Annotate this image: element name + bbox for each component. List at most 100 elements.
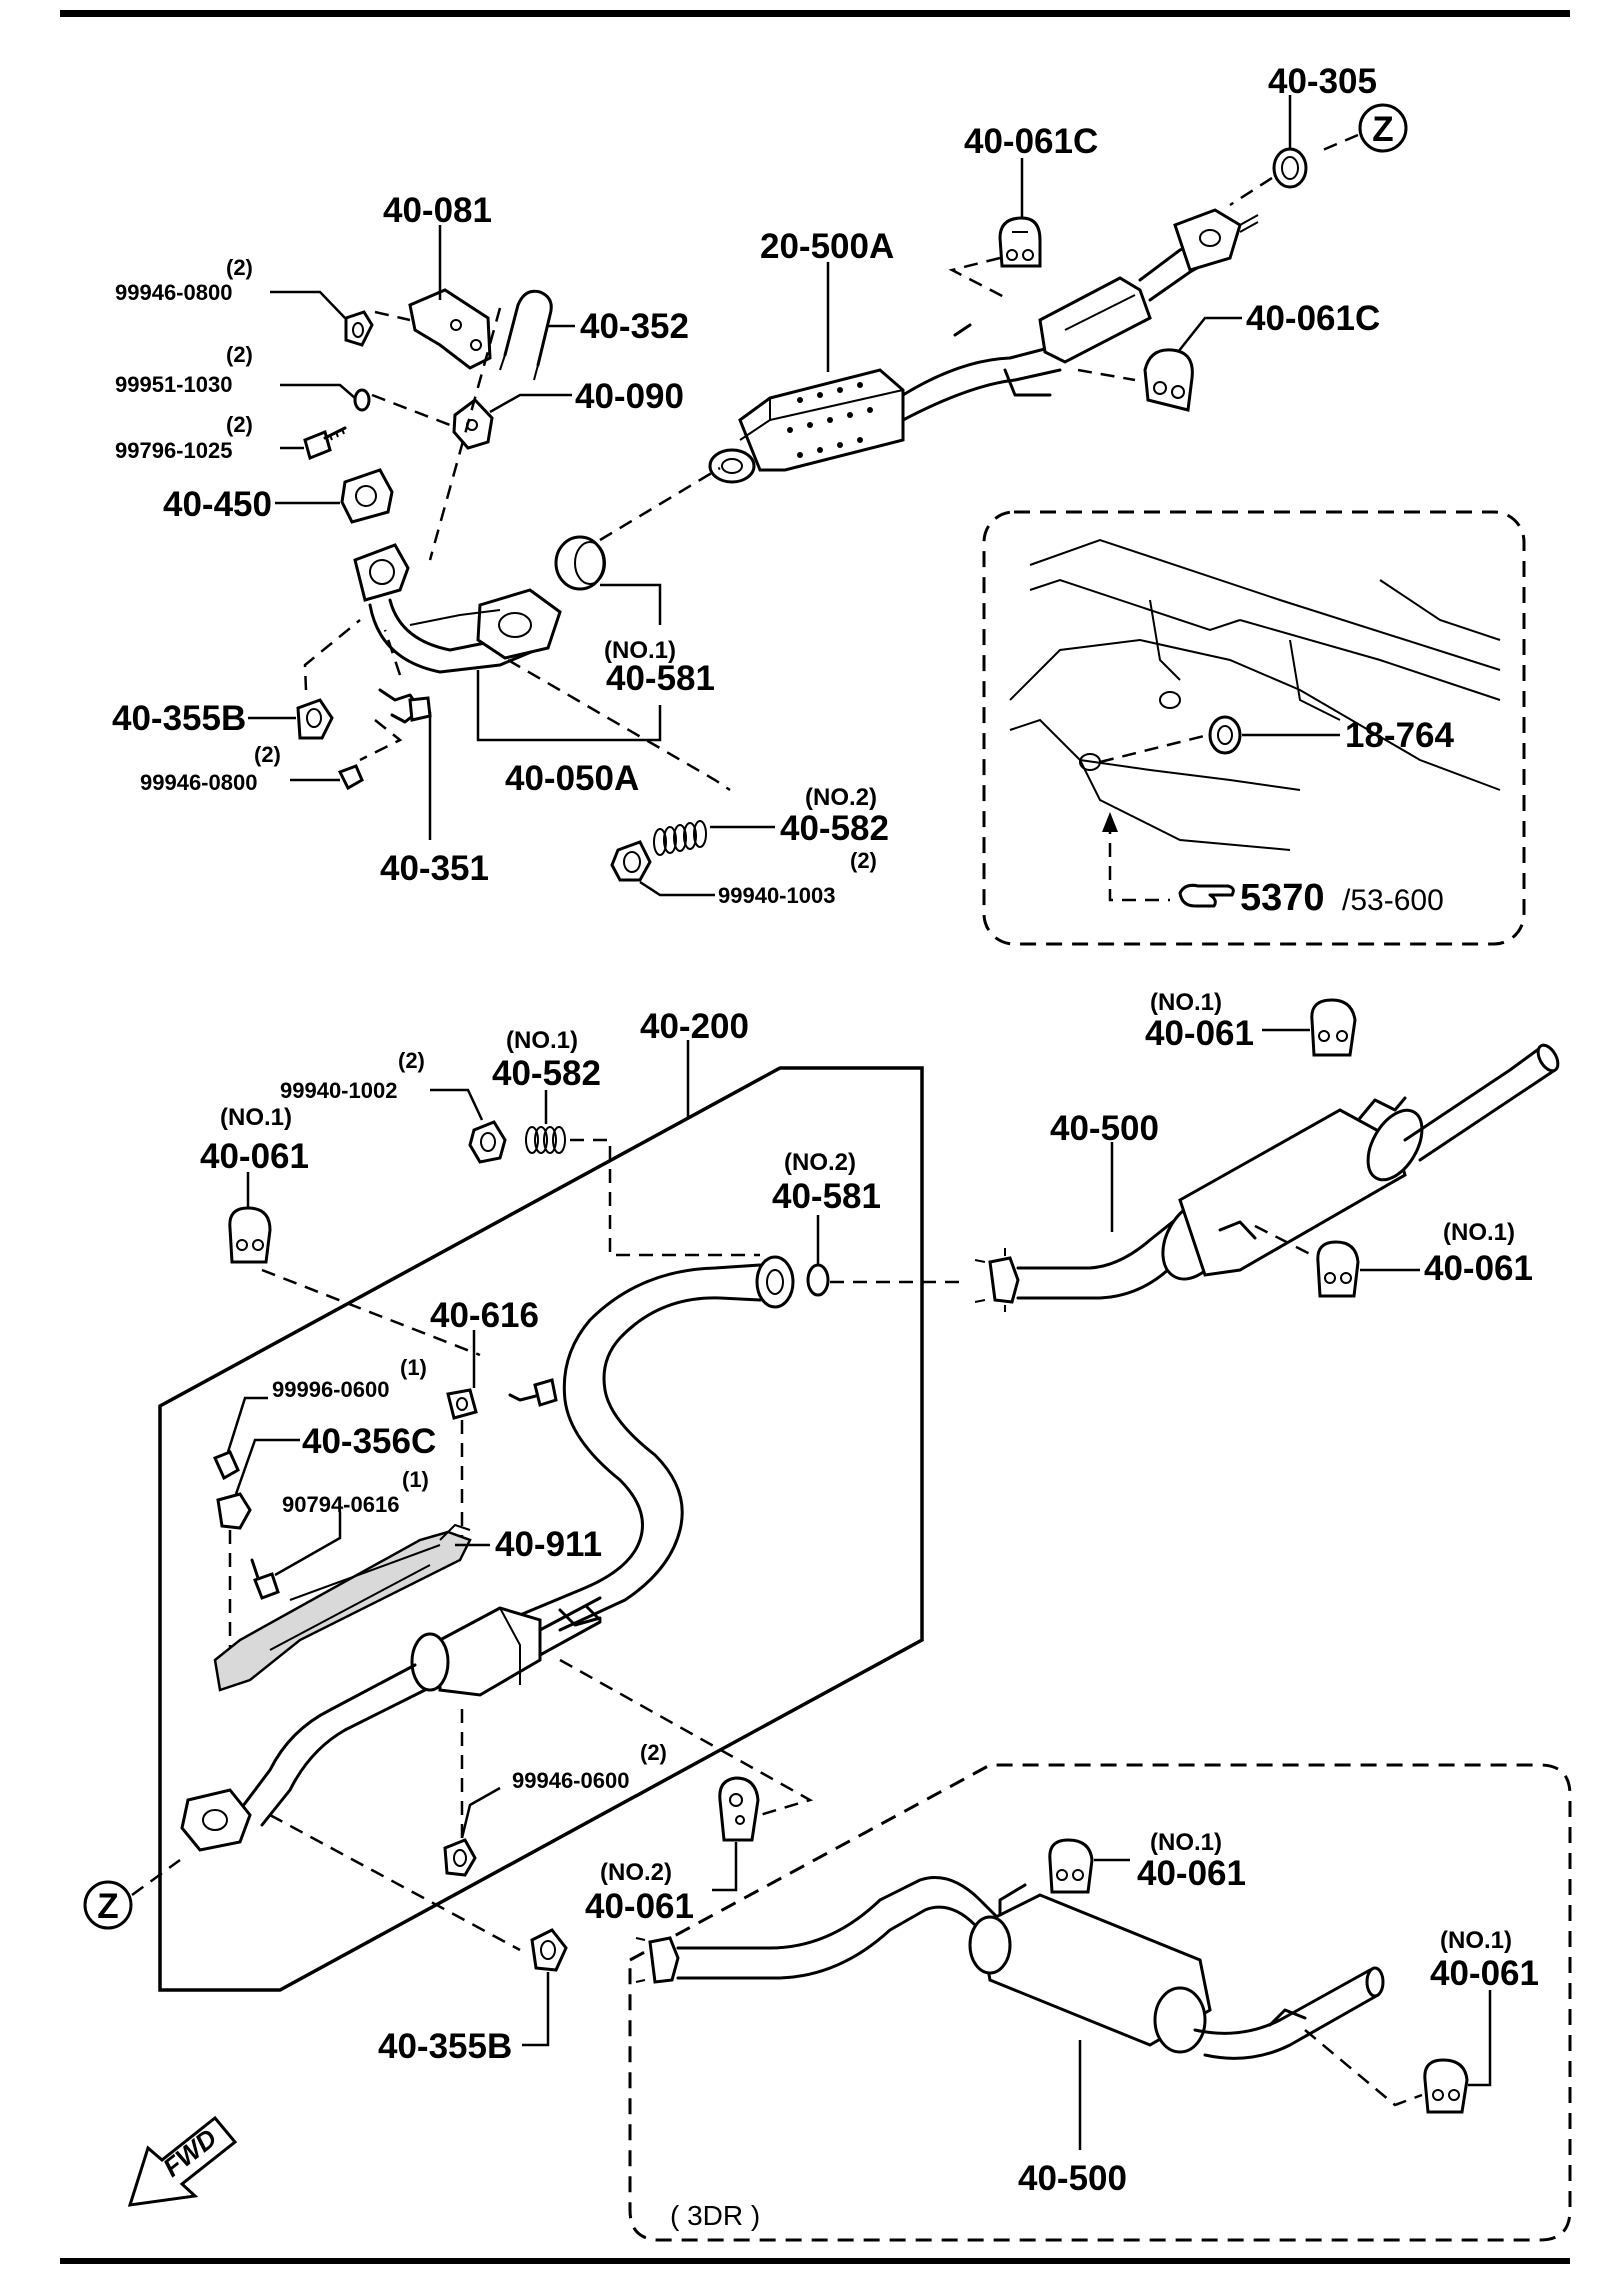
part-99946-0800-nut-upper (344, 310, 374, 347)
fwd-arrow-icon: FWD (127, 2115, 238, 2207)
label-99940-1003: 99940-1003 (718, 883, 835, 908)
qty-99946-0600: (2) (640, 1740, 667, 1765)
label-40-061-left: 40-061 (200, 1137, 309, 1176)
label-40-050a: 40-050A (505, 759, 639, 798)
ref-marker-z-top: Z (1358, 103, 1408, 153)
part-40-581-no1-gasket (554, 535, 606, 591)
label-40-081: 40-081 (383, 191, 492, 230)
label-90794-0616: 90794-0616 (282, 1492, 399, 1517)
label-20-500a: 20-500A (760, 227, 894, 266)
qty-40-061-3dr-a: (NO.1) (1150, 1829, 1222, 1856)
qty-99996-0600: (1) (400, 1355, 427, 1380)
part-20-500a-catalytic-converter (708, 208, 1259, 484)
bottom-rule (60, 2258, 1570, 2264)
part-18-764-bushing (1208, 715, 1242, 755)
part-99996-0600-clip (212, 1450, 240, 1481)
part-99951-1030-washer (353, 388, 371, 412)
qty-40-581-no1: (NO.1) (604, 637, 676, 664)
label-40-061-3dr-b: 40-061 (1430, 1954, 1539, 1993)
part-90794-0616-bolt (250, 1558, 280, 1600)
qty-40-061-top: (NO.1) (1150, 989, 1222, 1016)
ref-marker-z-lower: Z (83, 1880, 133, 1930)
label-40-582-no2: 40-582 (780, 809, 889, 848)
qty-99796-1025: (2) (226, 412, 253, 437)
qty-40-061-left: (NO.1) (220, 1104, 292, 1131)
part-40-200-center-pipe (180, 1255, 795, 1852)
qty-40-061-no2: (NO.2) (600, 1859, 672, 1886)
label-18-764: 18-764 (1345, 716, 1455, 755)
label-99946-0800-lower: 99946-0800 (140, 770, 257, 795)
part-40-355b-nut-lower (530, 1928, 568, 1972)
part-99940-1003-bolt (610, 840, 652, 882)
label-40-061c-upper: 40-061C (964, 122, 1098, 161)
ref-marker-z-top-text: Z (1372, 110, 1393, 149)
qty-99946-0800-lower: (2) (254, 742, 281, 767)
part-99940-1002-bolt (468, 1120, 507, 1164)
qty-40-061-3dr-b: (NO.1) (1440, 1927, 1512, 1954)
part-40-581-no2-gasket (806, 1263, 830, 1297)
part-40-081-bracket (408, 288, 492, 370)
part-40-061c-upper-hanger (998, 216, 1042, 268)
label-40-352: 40-352 (580, 307, 689, 346)
part-40-500-muffler (974, 1043, 1560, 1312)
ref-marker-z-lower-text: Z (97, 1887, 118, 1926)
label-40-356c: 40-356C (302, 1422, 436, 1461)
label-40-450: 40-450 (163, 485, 272, 524)
label-40-581-no1: 40-581 (606, 659, 715, 698)
part-40-061-no1-left-hanger (228, 1206, 272, 1264)
qty-40-582-no1: (NO.1) (506, 1027, 578, 1054)
qty-99940-1003: (2) (850, 848, 877, 873)
detail-box-bushing: 18-764 5370 /53-600 (982, 510, 1526, 946)
label-40-061c-lower: 40-061C (1246, 299, 1380, 338)
label-40-500-3dr: 40-500 (1018, 2159, 1127, 2198)
label-40-200: 40-200 (640, 1007, 749, 1046)
three-door-variant-box: 40-500 (NO.1) 40-061 (NO.1) 40-061 ( 3DR… (628, 1763, 1572, 2242)
label-40-355b-lower: 40-355B (378, 2027, 512, 2066)
label-40-355b-upper: 40-355B (112, 699, 246, 738)
label-99996-0600: 99996-0600 (272, 1377, 389, 1402)
middle-section: 40-200 (2) 99940-1002 (NO.1) 40-582 (NO.… (83, 989, 1560, 2066)
qty-40-581-no2: (NO.2) (784, 1149, 856, 1176)
label-40-061-3dr-a: 40-061 (1137, 1854, 1246, 1893)
qty-99946-0800-upper: (2) (226, 255, 253, 280)
part-40-355b-nut-upper (296, 698, 334, 740)
label-40-090: 40-090 (575, 377, 684, 416)
part-40-351-bracket (378, 688, 432, 724)
part-40-305-gasket (1272, 147, 1308, 189)
label-40-061-right: 40-061 (1424, 1249, 1533, 1288)
label-40-351: 40-351 (380, 849, 489, 888)
part-40-352-u-bolt (499, 289, 553, 381)
part-40-582-no2-spring (653, 820, 707, 856)
part-40-500-3dr-muffler (635, 1876, 1385, 2060)
part-40-061-no1-right-hanger (1316, 1240, 1360, 1298)
qty-40-582-no2: (NO.2) (805, 784, 877, 811)
part-40-911-heat-shield (213, 1523, 472, 1692)
part-40-616-sensor (446, 1388, 478, 1420)
pointing-hand-icon (1178, 883, 1235, 908)
label-40-061-no2: 40-061 (585, 1887, 694, 1926)
label-40-500: 40-500 (1050, 1109, 1159, 1148)
top-section: Z 40-305 40-061C (112, 62, 1408, 908)
part-40-061-3dr-hanger-b (1423, 2058, 1469, 2114)
qty-40-061-right: (NO.1) (1443, 1219, 1515, 1246)
qty-90794-0616: (1) (402, 1467, 429, 1492)
label-40-911: 40-911 (495, 1525, 602, 1564)
qty-99951-1030: (2) (226, 342, 253, 367)
label-40-581-no2: 40-581 (772, 1177, 881, 1216)
part-99946-0800-nut-lower (337, 764, 364, 791)
part-40-061-no1-top-hanger (1310, 998, 1357, 1057)
part-40-582-no1-spring (525, 1126, 566, 1154)
qty-99940-1002: (2) (398, 1048, 425, 1073)
label-99946-0800-upper: 99946-0800 (115, 280, 232, 305)
part-40-061-3dr-hanger-a (1048, 1838, 1094, 1894)
part-40-061c-lower-hanger (1143, 348, 1194, 412)
part-99946-0600-nut (443, 1838, 477, 1877)
part-40-450-gasket (340, 468, 394, 524)
part-40-356c-insulator (216, 1492, 252, 1530)
label-99951-1030: 99951-1030 (115, 372, 232, 397)
part-99796-1025-bolt (303, 426, 347, 461)
ref-53-600: /53-600 (1342, 884, 1444, 917)
part-40-050a-front-pipe (353, 543, 562, 674)
label-40-582-no1: 40-582 (492, 1054, 601, 1093)
